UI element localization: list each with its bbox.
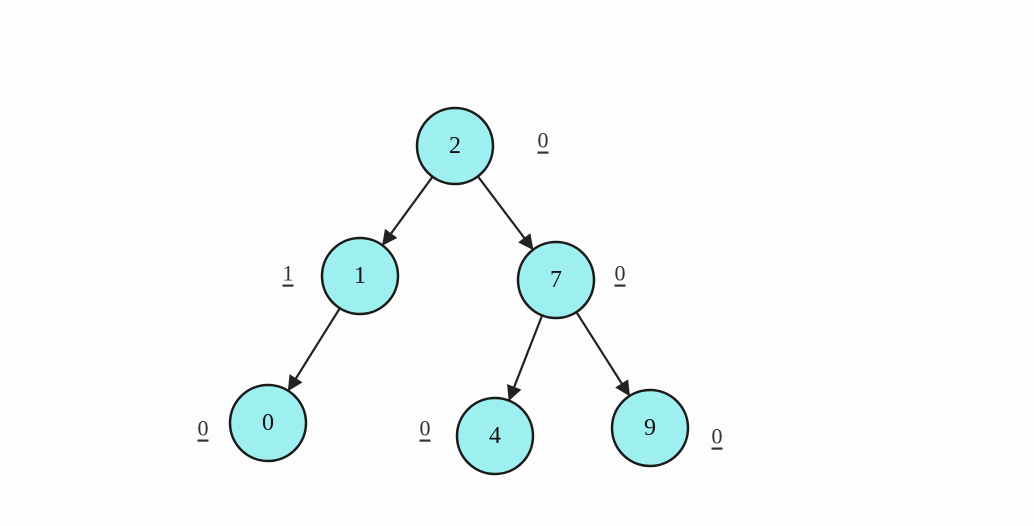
balance-factor: 0 xyxy=(538,128,549,153)
edge-arrow xyxy=(575,311,631,397)
node-circle xyxy=(228,383,308,463)
node-value: 1 xyxy=(354,263,366,289)
edge-arrow xyxy=(476,175,534,251)
node-circle xyxy=(320,236,400,316)
node-value: 9 xyxy=(644,415,656,441)
balance-factor: 0 xyxy=(712,424,723,449)
node-circle xyxy=(516,240,596,320)
balance-factor: 0 xyxy=(615,261,626,286)
node-circle xyxy=(610,388,690,468)
tree-node: 11 xyxy=(283,236,400,316)
balance-factor: 0 xyxy=(198,416,209,441)
balance-factor: 1 xyxy=(283,261,294,286)
node-value: 4 xyxy=(489,423,501,449)
edge-arrow xyxy=(382,176,434,246)
node-value: 2 xyxy=(449,133,461,159)
tree-node: 40 xyxy=(420,396,535,476)
edge-arrow xyxy=(287,307,341,392)
balance-factor: 0 xyxy=(420,416,431,441)
node-value: 0 xyxy=(262,410,274,436)
edge-arrow xyxy=(507,314,544,402)
node-circle xyxy=(455,396,535,476)
node-value: 7 xyxy=(550,267,562,293)
tree-node: 00 xyxy=(198,383,308,463)
node-circle xyxy=(415,106,495,186)
